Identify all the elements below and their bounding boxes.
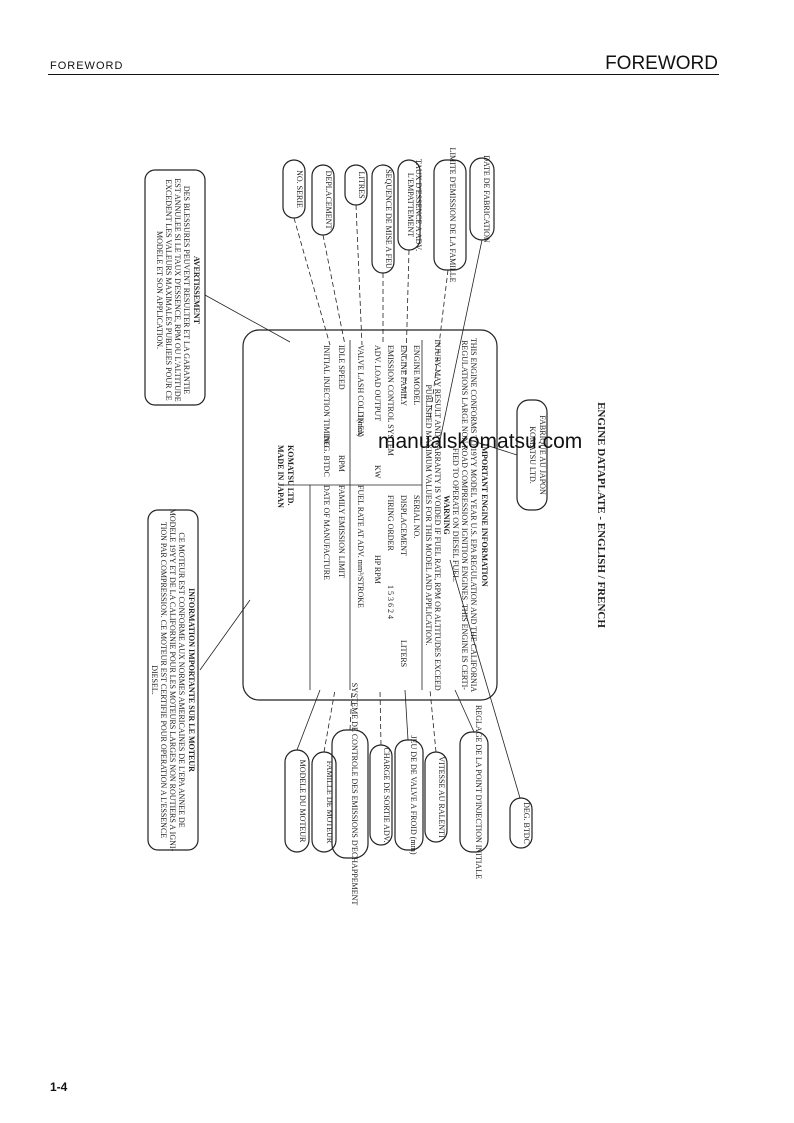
label-bottom-8: DEG. BTDC [449,559,533,849]
plate-row-3-value: 1 5 3 6 2 4 [386,585,395,619]
fr-warning-4: MODELE ET SON APPLICATION. [155,231,164,349]
label-bottom-1: MODELE DU MOTEUR [284,689,321,853]
plate-warning-2: PUBLISHED MAXIMUM VALUES FOR THIS MODEL … [424,384,433,645]
svg-text:JEU DE DE VALVE A FROID (mm): JEU DE DE VALVE A FROID (mm) [409,736,418,855]
label-top-3: LITRES [344,164,368,346]
svg-text:SYSTEME DE CONTROLE DES EMISSI: SYSTEME DE CONTROLE DES EMISSIONS D'ECHA… [350,683,359,906]
fr-warning-3: EXCEDENT LES VALEURS MAXIMALES PUBLIEES … [164,179,173,400]
plate-row-6-value: FAMILY EMISSION LIMIT [337,485,346,578]
plate-row-1-label: ENGINE MODEL [412,345,421,405]
plate-row-3-label: EMISSION CONTROL SYSTEM [386,345,395,456]
plate-maker-2: MADE IN JAPAN [276,445,285,508]
fr-info-3: TION PAR COMPRESSION. CE MOTEUR EST CERT… [159,522,168,838]
label-bottom-4: CHARGE DE SORTIE ADV. [369,689,393,846]
watermark: manualskomatsu.com [378,430,583,453]
svg-text:NO. SERIE: NO. SERIE [295,170,304,208]
svg-text:REGLAGE DE LA POINT D'INJECTIO: REGLAGE DE LA POINT D'INJECTION INITIALE [474,705,483,879]
label-top-4: SEQUENCE DE MISE A FEU [371,164,395,345]
plate-row-6-field: RPM [337,455,346,472]
label-top-5: L'EMPATTEMENT TAUX D'ESSENCE A ADV. [397,159,423,401]
plate-row-3-field: FIRING ORDER [386,495,395,551]
plate-row-1-field: SERIAL NO. [412,495,421,538]
svg-text:FAMILLE DE MOTEUR: FAMILLE DE MOTEUR [325,761,334,844]
plate-warning-title: WARNING [442,495,451,535]
label-bottom-6: VITESSE AU RALENTI [424,689,448,843]
svg-text:MODELE DU MOTEUR: MODELE DU MOTEUR [298,760,307,843]
fr-warning-1: DES BLESSURES PEUVENT RESULTER ET LA GAR… [182,186,191,394]
plate-row-7-label: INITIAL INJECTION TIMING [322,345,331,448]
label-top-7: DATE DE FABRICATION [439,155,495,441]
fr-warning-2: EST ANNULEE SI LE TAUX D'ESSENCE, RPM OU… [173,178,182,401]
label-top-2: DEPLACEMENT [311,164,346,346]
svg-text:LITRES: LITRES [357,171,366,198]
svg-text:CHARGE DE SORTIE ADV.: CHARGE DE SORTIE ADV. [382,748,391,843]
plate-row-5-value: FUEL RATE AT ADV. mm³/STROKE [356,485,365,608]
plate-maker-1: KOMATSU LTD. [286,445,295,505]
plate-row-7-field: DEG. BTDC [322,435,331,477]
plate-row-6-label: IDLE SPEED [337,345,346,390]
svg-text:L'EMPATTEMENT: L'EMPATTEMENT [406,173,415,237]
maker-fr-1: KOMATSU LTD. [528,426,537,484]
plate-row-2-label: ENGINE FAMILY [399,345,408,406]
svg-text:DEG. BTDC: DEG. BTDC [522,802,531,844]
plate-row-2-field: DISPLACEMENT [399,495,408,556]
fr-warning-title: AVERTISSEMENT [192,256,201,325]
figure-caption: ENGINE DATAPLATE - ENGLISH / FRENCH [595,402,607,628]
plate-title: IMPORTANT ENGINE INFORMATION [480,443,489,587]
dataplate-outline [242,329,498,701]
svg-text:SEQUENCE DE MISE A FEU: SEQUENCE DE MISE A FEU [384,169,393,269]
plate-intro-1: THIS ENGINE CONFORMS TO 19YY MODEL YEAR … [469,338,478,693]
page-number: 1-4 [50,1080,68,1094]
header-section-title: FOREWORD [605,53,718,74]
header-rule [48,74,719,75]
plate-warning-1: INJURY MAY RESULT AND WARRANTY IS VOIDED… [433,339,442,691]
label-top-1: NO. SERIE [282,159,331,346]
plate-row-4-label: ADV. LOAD OUTPUT [373,345,382,421]
plate-row-2-value: LITERS [399,640,408,667]
label-bottom-7: REGLAGE DE LA POINT D'INJECTION INITIALE [454,689,489,879]
plate-row-5-field: IN EX [356,415,365,436]
svg-text:TAUX D'ESSENCE A ADV.: TAUX D'ESSENCE A ADV. [414,159,423,251]
label-bottom-3: SYSTEME DE CONTROLE DES EMISSIONS D'ECHA… [331,683,369,906]
fr-info-1: CE MOTEUR EST CONFORME AUX NORMES AMERIC… [177,532,186,827]
svg-text:LIMITE D'EMISSION DE LA FAMILL: LIMITE D'EMISSION DE LA FAMILLE [448,147,457,282]
maker-fr-2: FABRIQUE AU JAPON [538,415,547,495]
plate-row-4-value: HP RPM [373,555,382,584]
header-section-label: FOREWORD [50,60,124,72]
plate-row-5-label: VALVE LASH COLD (mm) [356,345,365,437]
label-top-6: LIMITE D'EMISSION DE LA FAMILLE [429,147,467,421]
plate-intro-2: REGULATIONS LARGE NON ROAD COMPRESSION I… [460,340,469,690]
svg-text:VITESSE AU RALENTI: VITESSE AU RALENTI [437,756,446,838]
plate-row-4-field: KW [373,465,382,479]
plate-row-7-value: DATE OF MANUFACTURE [322,485,331,580]
svg-text:DATE DE FABRICATION: DATE DE FABRICATION [482,155,491,243]
label-bottom-5: JEU DE DE VALVE A FROID (mm) [394,689,424,855]
svg-text:DEPLACEMENT: DEPLACEMENT [324,171,333,230]
fr-info-2: MODELE 19YY ET DE LA CALIFORNIE POUR LES… [168,509,177,852]
fr-info-title: INFORMATION IMPORTANTE SUR LE MOTEUR [187,588,196,772]
fr-info-4: DIESEL. [150,665,159,695]
label-bottom-2: FAMILLE DE MOTEUR [311,689,337,853]
plate-intro-3: FIED TO OPERATE ON DIESEL FUEL. [451,448,460,582]
